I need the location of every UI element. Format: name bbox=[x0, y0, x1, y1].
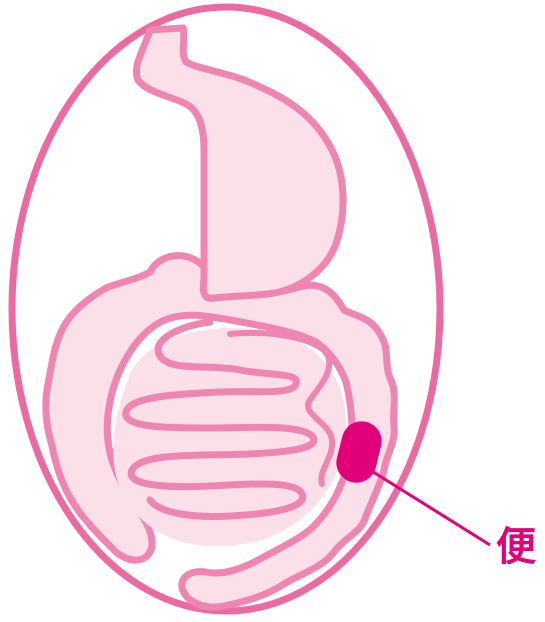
stool-label: 便 bbox=[496, 523, 536, 571]
